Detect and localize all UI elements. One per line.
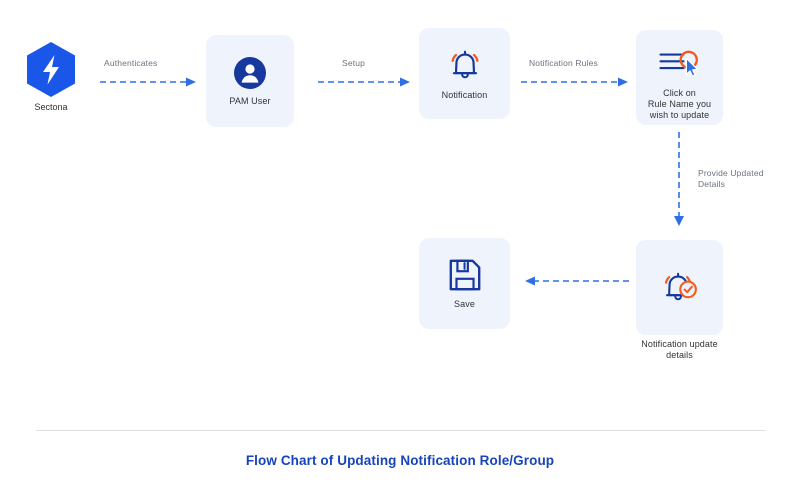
connector-provide-updated-details-label: Provide Updated Details	[698, 168, 764, 189]
connector-authenticates: Authenticates	[100, 58, 200, 87]
node-notification-update-details[interactable]	[636, 240, 723, 335]
connector-authenticates-label: Authenticates	[104, 58, 158, 68]
node-notification-label: Notification	[441, 90, 488, 100]
node-click-rule-name-label: Click on Rule Name you wish to update	[647, 88, 712, 120]
connector-provide-updated-details: Provide Updated Details	[666, 132, 786, 232]
list-cursor-click-icon	[658, 46, 702, 80]
connector-notification-rules-label: Notification Rules	[529, 58, 598, 68]
page-title: Flow Chart of Updating Notification Role…	[245, 453, 555, 468]
floppy-disk-save-icon	[447, 257, 483, 293]
connector-to-save	[521, 274, 633, 288]
node-notification[interactable]: Notification	[419, 28, 510, 119]
user-avatar-icon	[233, 56, 267, 90]
node-click-rule-name[interactable]: Click on Rule Name you wish to update	[636, 30, 723, 125]
connector-setup: Setup	[318, 58, 416, 87]
node-save-label: Save	[454, 299, 475, 309]
connector-notification-rules: Notification Rules	[521, 58, 633, 87]
bell-ringing-icon	[446, 46, 484, 84]
connector-setup-label: Setup	[342, 58, 365, 68]
footer-divider	[36, 430, 766, 431]
node-sectona-label: Sectona	[34, 102, 68, 112]
node-sectona: Sectona	[24, 40, 78, 120]
node-save[interactable]: Save	[419, 238, 510, 329]
bell-check-icon	[660, 269, 700, 307]
node-pam-user[interactable]: PAM User	[206, 35, 294, 127]
node-notification-update-details-label: Notification update details	[641, 339, 718, 360]
sectona-hexagon-bolt-icon	[24, 40, 78, 98]
node-pam-user-label: PAM User	[229, 95, 271, 106]
